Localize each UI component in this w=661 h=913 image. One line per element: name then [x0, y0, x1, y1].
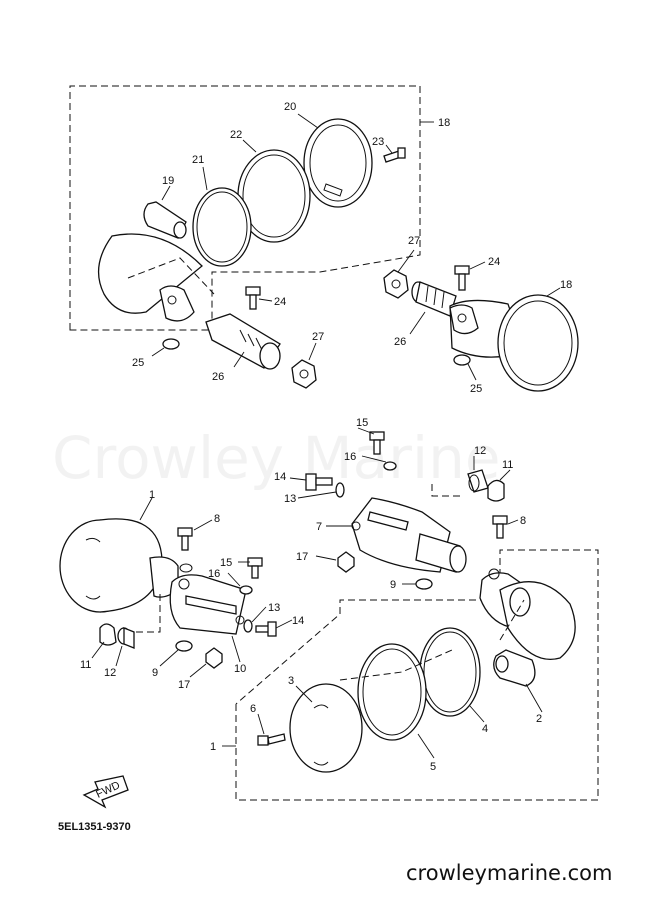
callout-2: 2 [536, 713, 542, 725]
bolt-part-24-right [454, 265, 470, 291]
callout-13: 13 [284, 493, 296, 505]
callout-10: 10 [234, 663, 246, 675]
callout-24: 24 [274, 296, 286, 308]
housing-part-1-left [59, 518, 179, 613]
callout-14: 14 [292, 615, 304, 627]
callout-27: 27 [408, 235, 420, 247]
callout-26: 26 [394, 336, 406, 348]
callout-15: 15 [220, 557, 232, 569]
website-url: crowleymarine.com [406, 861, 612, 885]
washer-part-16-left [239, 585, 253, 595]
washer-part-13-right [335, 482, 345, 498]
callout-11: 11 [80, 659, 91, 671]
rim-part-5 [357, 643, 427, 741]
bolt-part-15-right [369, 431, 385, 455]
stay-part-26-left [205, 313, 281, 370]
cap-part-11-right [487, 479, 505, 502]
callout-21: 21 [192, 154, 204, 166]
callout-18: 18 [560, 279, 572, 291]
screw-part-23 [383, 147, 406, 163]
bolt-part-15-left [247, 557, 263, 579]
bottom-left-assembly [59, 497, 293, 678]
callout-7: 7 [316, 521, 322, 533]
nut-part-25-left [162, 338, 180, 350]
callout-19: 19 [162, 175, 174, 187]
callout-26: 26 [212, 371, 224, 383]
callout-18: 18 [438, 117, 450, 129]
bulb-part-2 [493, 649, 536, 687]
callout-13: 13 [268, 602, 280, 614]
nut-part-17-left [205, 647, 223, 669]
housing-top-left [98, 233, 215, 314]
callout-8: 8 [520, 515, 526, 527]
callout-9: 9 [390, 579, 396, 591]
callout-16: 16 [208, 568, 220, 580]
bolt-part-8-right [492, 515, 508, 539]
callout-8: 8 [214, 513, 220, 525]
bolt-part-24-left [245, 286, 261, 310]
top-right-assembly [383, 249, 579, 392]
gasket-part-21 [192, 187, 252, 267]
top-left-assembly [69, 85, 434, 389]
callout-12: 12 [104, 667, 116, 679]
nut-part-9-right [415, 578, 433, 590]
stay-part-26-right [411, 281, 457, 317]
callout-11: 11 [502, 459, 513, 471]
diagram-code: 5EL1351-9370 [58, 821, 131, 833]
callout-1: 1 [210, 741, 216, 753]
assembly-1-boundary [235, 549, 599, 801]
callout-22: 22 [230, 129, 242, 141]
bottom-right-assembly [222, 515, 599, 801]
callout-17: 17 [296, 551, 308, 563]
bracket-part-10 [169, 574, 247, 635]
assembly-18-boundary [69, 85, 421, 331]
callout-20: 20 [284, 101, 296, 113]
callout-14: 14 [274, 471, 286, 483]
callout-3: 3 [288, 675, 294, 687]
washer-part-13-left [243, 619, 253, 633]
callout-6: 6 [250, 703, 256, 715]
bulb-part-19 [143, 201, 187, 239]
nut-part-27-right [383, 269, 409, 299]
bracket-part-7 [351, 497, 467, 573]
cap-part-11-left [99, 623, 117, 646]
bolt-part-8-left [177, 527, 193, 551]
callout-16: 16 [344, 451, 356, 463]
clamp-top-left [159, 285, 195, 322]
nut-part-17-right [337, 551, 355, 573]
lens-part-18 [497, 294, 579, 392]
spacer-part-12-left [117, 627, 135, 649]
callout-15: 15 [356, 417, 368, 429]
callout-4: 4 [482, 723, 488, 735]
callout-numbers: 18 20 22 21 19 23 24 25 26 27 27 24 18 2… [80, 101, 572, 773]
callout-27: 27 [312, 331, 324, 343]
washer-part-16-right [383, 461, 397, 471]
nut-part-25-right [453, 354, 471, 366]
lens-part-20 [303, 118, 373, 208]
callout-25: 25 [132, 357, 144, 369]
callout-24: 24 [488, 256, 500, 268]
rim-part-22 [237, 149, 311, 243]
housing-part-1-right [479, 568, 576, 660]
gasket-part-4 [419, 627, 481, 717]
callout-25: 25 [470, 383, 482, 395]
nut-part-27-left [291, 359, 317, 389]
bolt-part-14-right [305, 473, 333, 491]
bolt-part-14-left [255, 621, 277, 637]
screw-part-6 [257, 733, 286, 746]
nut-part-9-left [175, 640, 193, 652]
callout-17: 17 [178, 679, 190, 691]
fwd-arrow-icon: FWD [82, 775, 129, 809]
bottom-center-assembly [289, 427, 511, 573]
watermark: Crowley Marine [52, 424, 501, 492]
lens-part-3 [289, 683, 363, 773]
callout-23: 23 [372, 136, 384, 148]
callout-1: 1 [149, 489, 155, 501]
callout-12: 12 [474, 445, 486, 457]
callout-9: 9 [152, 667, 158, 679]
callout-5: 5 [430, 761, 436, 773]
